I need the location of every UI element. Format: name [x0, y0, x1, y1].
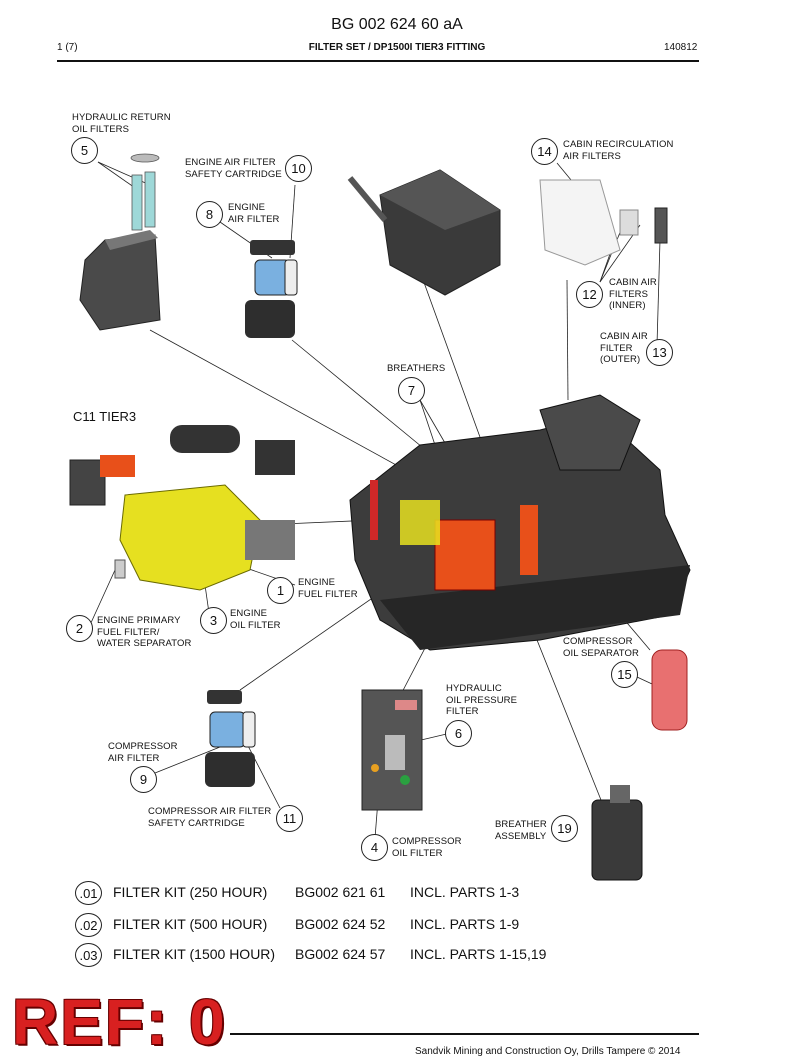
kit-incl-02: INCL. PARTS 1-9	[410, 916, 520, 932]
callout-7-label: BREATHERS	[387, 363, 446, 374]
callout-10: 10	[285, 155, 312, 182]
engine-model-label: C11 TIER3	[73, 409, 137, 424]
callout-12: 12	[576, 281, 603, 308]
callout-9: 9	[130, 766, 157, 793]
kit-name-02: FILTER KIT (500 HOUR)	[113, 916, 268, 932]
callout-19: 19	[551, 815, 578, 842]
kit-code-02: .02	[75, 913, 102, 937]
kit-code-03: .03	[75, 943, 102, 967]
footer-copyright: Sandvik Mining and Construction Oy, Dril…	[415, 1046, 681, 1057]
kit-part-01: BG002 621 61	[295, 884, 386, 900]
kit-part-03: BG002 624 57	[295, 946, 386, 962]
kit-name-01: FILTER KIT (250 HOUR)	[113, 884, 268, 900]
callout-14: 14	[531, 138, 558, 165]
callout-6: 6	[445, 720, 472, 747]
page-number: 1 (7)	[57, 42, 78, 53]
document-title: FILTER SET / DP1500I TIER3 FITTING	[308, 42, 486, 53]
kit-incl-01: INCL. PARTS 1-3	[410, 884, 520, 900]
callout-13: 13	[646, 339, 673, 366]
callout-2: 2	[66, 615, 93, 642]
callout-4: 4	[361, 834, 388, 861]
callout-11: 11	[276, 805, 303, 832]
callout-15: 15	[611, 661, 638, 688]
header-rule	[57, 60, 699, 62]
callout-5: 5	[71, 137, 98, 164]
kit-incl-03: INCL. PARTS 1-15,19	[410, 946, 547, 962]
footer-rule	[230, 1033, 699, 1035]
callout-8: 8	[196, 201, 223, 228]
document-date: 140812	[664, 42, 698, 53]
kit-name-03: FILTER KIT (1500 HOUR)	[113, 946, 276, 962]
callout-1: 1	[267, 577, 294, 604]
callout-3: 3	[200, 607, 227, 634]
callout-7: 7	[398, 377, 425, 404]
document-number: BG 002 624 60 aA	[331, 16, 463, 33]
ref-stamp: REF: 0	[12, 986, 227, 1058]
kit-code-01: .01	[75, 881, 102, 905]
kit-part-02: BG002 624 52	[295, 916, 386, 932]
